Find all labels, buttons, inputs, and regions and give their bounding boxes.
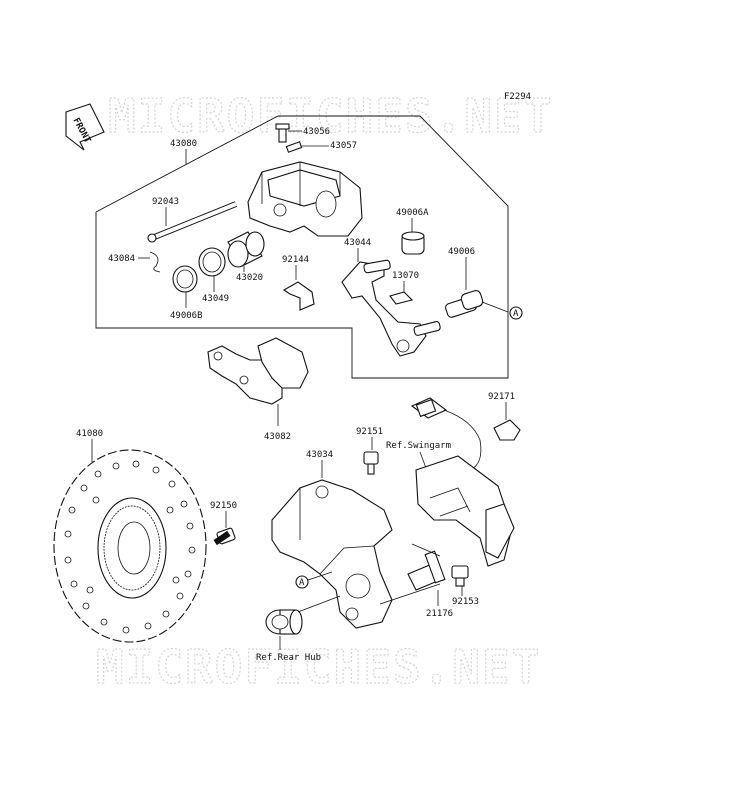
label-43056: 43056 (303, 127, 330, 137)
callout-a-top (509, 306, 523, 320)
callout-a-bottom (295, 575, 309, 589)
callout-a-top-label: A (513, 309, 519, 319)
label-49006: 49006 (448, 247, 475, 257)
label-92153: 92153 (452, 597, 479, 607)
brake-pads (207, 337, 309, 405)
label-43049: 43049 (202, 294, 229, 304)
label-13070: 13070 (392, 271, 419, 281)
figure-code: F2294 (504, 92, 531, 102)
callout-a-bottom-label: A (299, 578, 305, 588)
abs-sensor (410, 397, 482, 471)
label-43044: 43044 (344, 238, 371, 248)
hub-collar (265, 609, 303, 635)
label-41080: 41080 (76, 429, 103, 439)
torque-bracket (271, 479, 393, 629)
ref-swingarm: Ref.Swingarm (386, 441, 451, 451)
seal-43049 (198, 247, 226, 277)
caliper-body (247, 161, 363, 237)
sensor-21176 (407, 550, 446, 591)
pin-49006 (445, 290, 484, 318)
label-43034: 43034 (306, 450, 333, 460)
clip-13070 (389, 291, 414, 305)
label-49006B: 49006B (170, 311, 203, 321)
label-43084: 43084 (108, 254, 135, 264)
label-21176: 21176 (426, 609, 453, 619)
pad-spring (282, 281, 315, 311)
ref-rear-hub: Ref.Rear Hub (256, 653, 321, 663)
caliper-bracket (341, 259, 441, 357)
label-43020: 43020 (236, 273, 263, 283)
caliper-pin (147, 201, 238, 243)
brake-disc (53, 449, 207, 643)
bolt-92150 (213, 527, 236, 546)
clamp-92171 (493, 419, 521, 441)
label-92043: 92043 (152, 197, 179, 207)
boot-49006a (401, 231, 425, 255)
front-arrow-icon: FRONT (65, 103, 105, 151)
label-43057: 43057 (330, 141, 357, 151)
label-92144: 92144 (282, 255, 309, 265)
seal-49006b (172, 265, 198, 293)
label-92171: 92171 (488, 392, 515, 402)
clip-43084 (149, 251, 161, 273)
bolt-92151 (363, 451, 379, 475)
label-49006A: 49006A (396, 208, 429, 218)
label-92150: 92150 (210, 501, 237, 511)
bolt-92153 (451, 565, 469, 587)
caliper-assembly-frame (95, 115, 509, 379)
bleeder-valve (275, 123, 290, 143)
label-43082: 43082 (264, 432, 291, 442)
piston-43020 (227, 231, 265, 268)
bleeder-cap (285, 141, 303, 153)
label-43080: 43080 (170, 139, 197, 149)
watermark-bottom: MICROFICHES.NET (96, 640, 541, 694)
label-92151: 92151 (356, 427, 383, 437)
swingarm-outline (415, 455, 515, 567)
